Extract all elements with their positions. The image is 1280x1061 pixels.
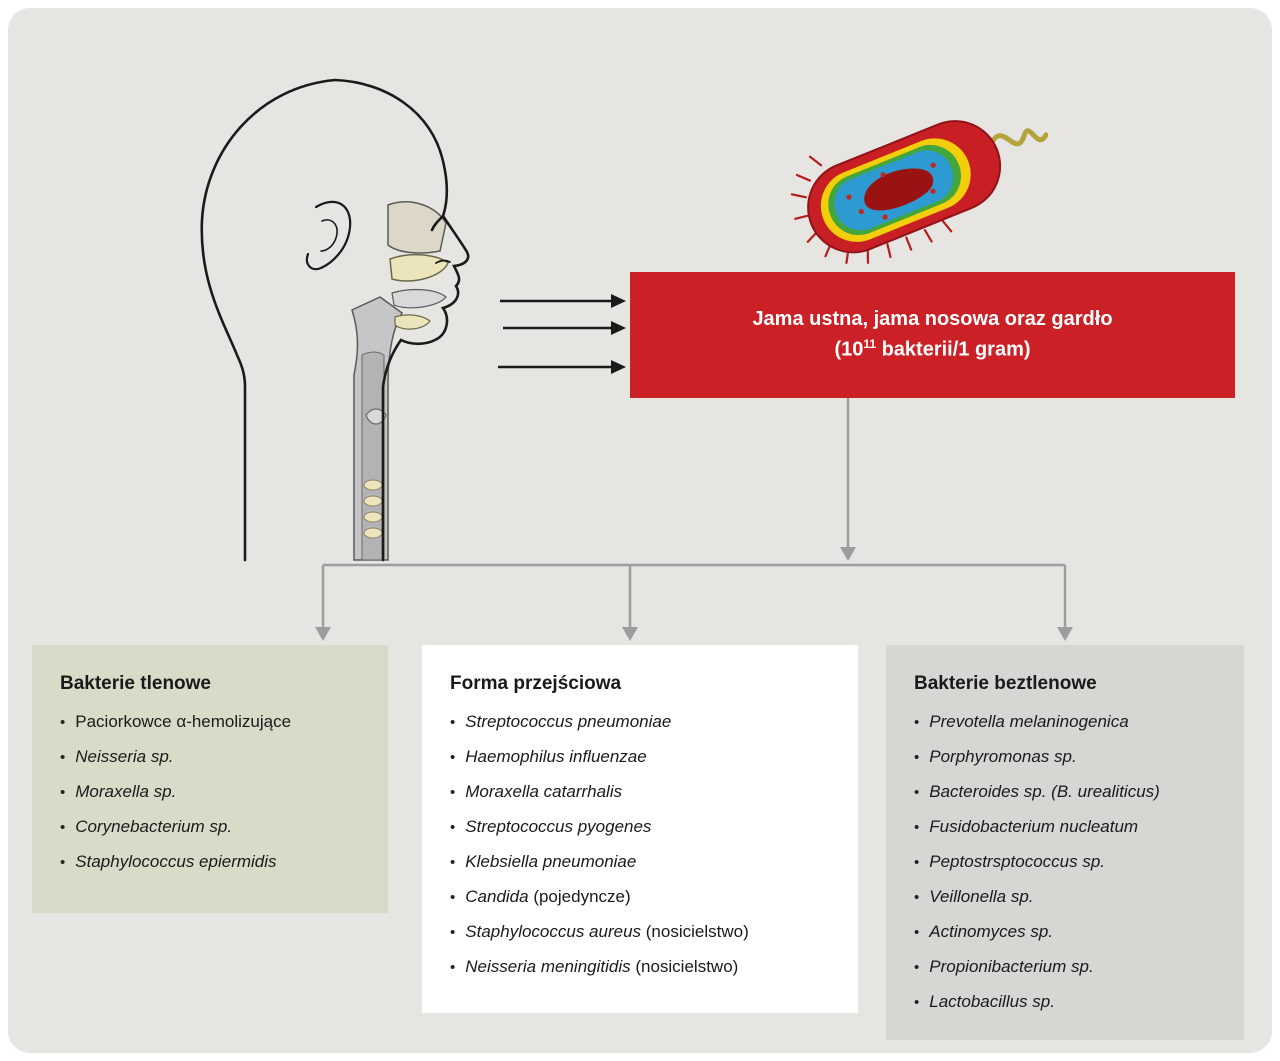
bullet-icon: • xyxy=(914,958,920,976)
list-item: • Lactobacillus sp. xyxy=(914,984,1218,1019)
list-item: • Moraxella sp. xyxy=(60,774,362,809)
nasal-oral-cavity xyxy=(387,201,449,330)
list-item: • Moraxella catarrhalis xyxy=(450,774,832,809)
list-item-label: Staphylococcus epiermidis xyxy=(75,851,277,871)
aerobic-list: • Paciorkowce α-hemolizujące • Neisseria sp… xyxy=(60,704,362,879)
list-item: • Streptococcus pneumoniae xyxy=(450,704,832,739)
box-aerobic-bacteria: Bakterie tlenowe • Paciorkowce α-hemolizu… xyxy=(32,645,388,913)
bullet-icon: • xyxy=(60,818,66,836)
list-item: • Actinomyces sp. xyxy=(914,914,1218,949)
bacterium-cell-icon xyxy=(790,120,1049,264)
box-title-transitional: Forma przejściowa xyxy=(450,673,622,694)
banner-count-pre: (10 xyxy=(834,338,864,361)
head-outline xyxy=(200,78,470,562)
list-item-label: Moraxella catarrhalis xyxy=(465,781,623,801)
banner-count-exponent: 11 xyxy=(863,337,877,352)
box-transitional-form: Forma przejściowa • Streptococcus pneumon… xyxy=(422,645,858,1013)
list-item: • Peptostrsptococcus sp. xyxy=(914,844,1218,879)
bullet-icon: • xyxy=(60,748,66,766)
list-item: • Staphylococcus epiermidis xyxy=(60,844,362,879)
banner-line2: (1011 bakterii/1 gram) xyxy=(834,337,1030,362)
bullet-icon: • xyxy=(914,888,920,906)
list-item: • Haemophilus influenzae xyxy=(450,739,832,774)
bullet-icon: • xyxy=(450,923,456,941)
throat-column xyxy=(351,296,403,561)
list-item: • Neisseria sp. xyxy=(60,739,362,774)
box-title-aerobic: Bakterie tlenowe xyxy=(60,673,211,694)
human-head-profile-icon xyxy=(200,78,470,562)
bullet-icon: • xyxy=(450,818,456,836)
list-item-label: Lactobacillus sp. xyxy=(929,991,1055,1011)
bullet-icon: • xyxy=(60,713,66,731)
list-item-label: Staphylococcus aureus (nosicielstwo) xyxy=(465,921,749,941)
list-item-label: Klebsiella pneumoniae xyxy=(465,851,637,871)
transitional-list: • Streptococcus pneumoniae • Haemophilus in… xyxy=(450,704,832,984)
list-item: • Staphylococcus aureus (nosicielstwo) xyxy=(450,914,832,949)
list-item-label: Corynebacterium sp. xyxy=(75,816,233,836)
bullet-icon: • xyxy=(914,923,920,941)
bullet-icon: • xyxy=(914,713,920,731)
banner-line1: Jama ustna, jama nosowa oraz gardło xyxy=(752,308,1113,331)
list-item-label: Paciorkowce α-hemolizujące xyxy=(75,711,292,731)
bacterium-illustration xyxy=(778,88,1049,278)
source-banner: Jama ustna, jama nosowa oraz gardło (101… xyxy=(630,272,1235,398)
list-item-label: Actinomyces sp. xyxy=(929,921,1054,941)
list-item: • Candida (pojedyncze) xyxy=(450,879,832,914)
bullet-icon: • xyxy=(450,748,456,766)
bullet-icon: • xyxy=(450,783,456,801)
bullet-icon: • xyxy=(450,853,456,871)
list-item: • Neisseria meningitidis (nosicielstwo) xyxy=(450,949,832,984)
bullet-icon: • xyxy=(914,783,920,801)
bullet-icon: • xyxy=(450,958,456,976)
bacterium-nucleoid xyxy=(864,168,934,211)
list-item-label: Fusidobacterium nucleatum xyxy=(929,816,1139,836)
list-item-label: Streptococcus pyogenes xyxy=(465,816,652,836)
list-item: • Fusidobacterium nucleatum xyxy=(914,809,1218,844)
list-item-label: Bacteroides sp. (B. urealiticus) xyxy=(929,781,1160,801)
box-anaerobic-bacteria: Bakterie beztlenowe • Prevotella melanino… xyxy=(886,645,1244,1040)
bullet-icon: • xyxy=(60,783,66,801)
bullet-icon: • xyxy=(60,853,66,871)
bacterium-capsule xyxy=(807,120,1002,254)
list-item: • Streptococcus pyogenes xyxy=(450,809,832,844)
head-profile-illustration xyxy=(140,55,520,575)
list-item-label: Neisseria meningitidis (nosicielstwo) xyxy=(465,956,739,976)
list-item: • Porphyromonas sp. xyxy=(914,739,1218,774)
list-item: • Klebsiella pneumoniae xyxy=(450,844,832,879)
list-item-label: Propionibacterium sp. xyxy=(929,956,1094,976)
list-item: • Corynebacterium sp. xyxy=(60,809,362,844)
bullet-icon: • xyxy=(450,888,456,906)
ear xyxy=(305,200,352,271)
list-item-label: Peptostrsptococcus sp. xyxy=(929,851,1106,871)
bullet-icon: • xyxy=(914,818,920,836)
list-item-label: Neisseria sp. xyxy=(75,746,174,766)
list-item: • Prevotella melaninogenica xyxy=(914,704,1218,739)
banner-count-post: bakterii/1 gram) xyxy=(876,338,1031,361)
list-item: • Bacteroides sp. (B. urealiticus) xyxy=(914,774,1218,809)
list-item: • Propionibacterium sp. xyxy=(914,949,1218,984)
bullet-icon: • xyxy=(914,748,920,766)
list-item-label: Haemophilus influenzae xyxy=(465,746,647,766)
list-item-label: Candida (pojedyncze) xyxy=(465,886,631,906)
list-item-label: Prevotella melaninogenica xyxy=(929,711,1129,731)
bullet-icon: • xyxy=(914,993,920,1011)
anaerobic-list: • Prevotella melaninogenica • Porphyromonas… xyxy=(914,704,1218,1019)
list-item-label: Streptococcus pneumoniae xyxy=(465,711,672,731)
bullet-icon: • xyxy=(450,713,456,731)
list-item: • Veillonella sp. xyxy=(914,879,1218,914)
list-item-label: Moraxella sp. xyxy=(75,781,177,801)
bullet-icon: • xyxy=(914,853,920,871)
list-item-label: Veillonella sp. xyxy=(929,886,1034,906)
list-item-label: Porphyromonas sp. xyxy=(929,746,1077,766)
list-item: • Paciorkowce α-hemolizujące xyxy=(60,704,362,739)
box-title-anaerobic: Bakterie beztlenowe xyxy=(914,673,1097,694)
bacterium-flagellum xyxy=(987,128,1049,150)
